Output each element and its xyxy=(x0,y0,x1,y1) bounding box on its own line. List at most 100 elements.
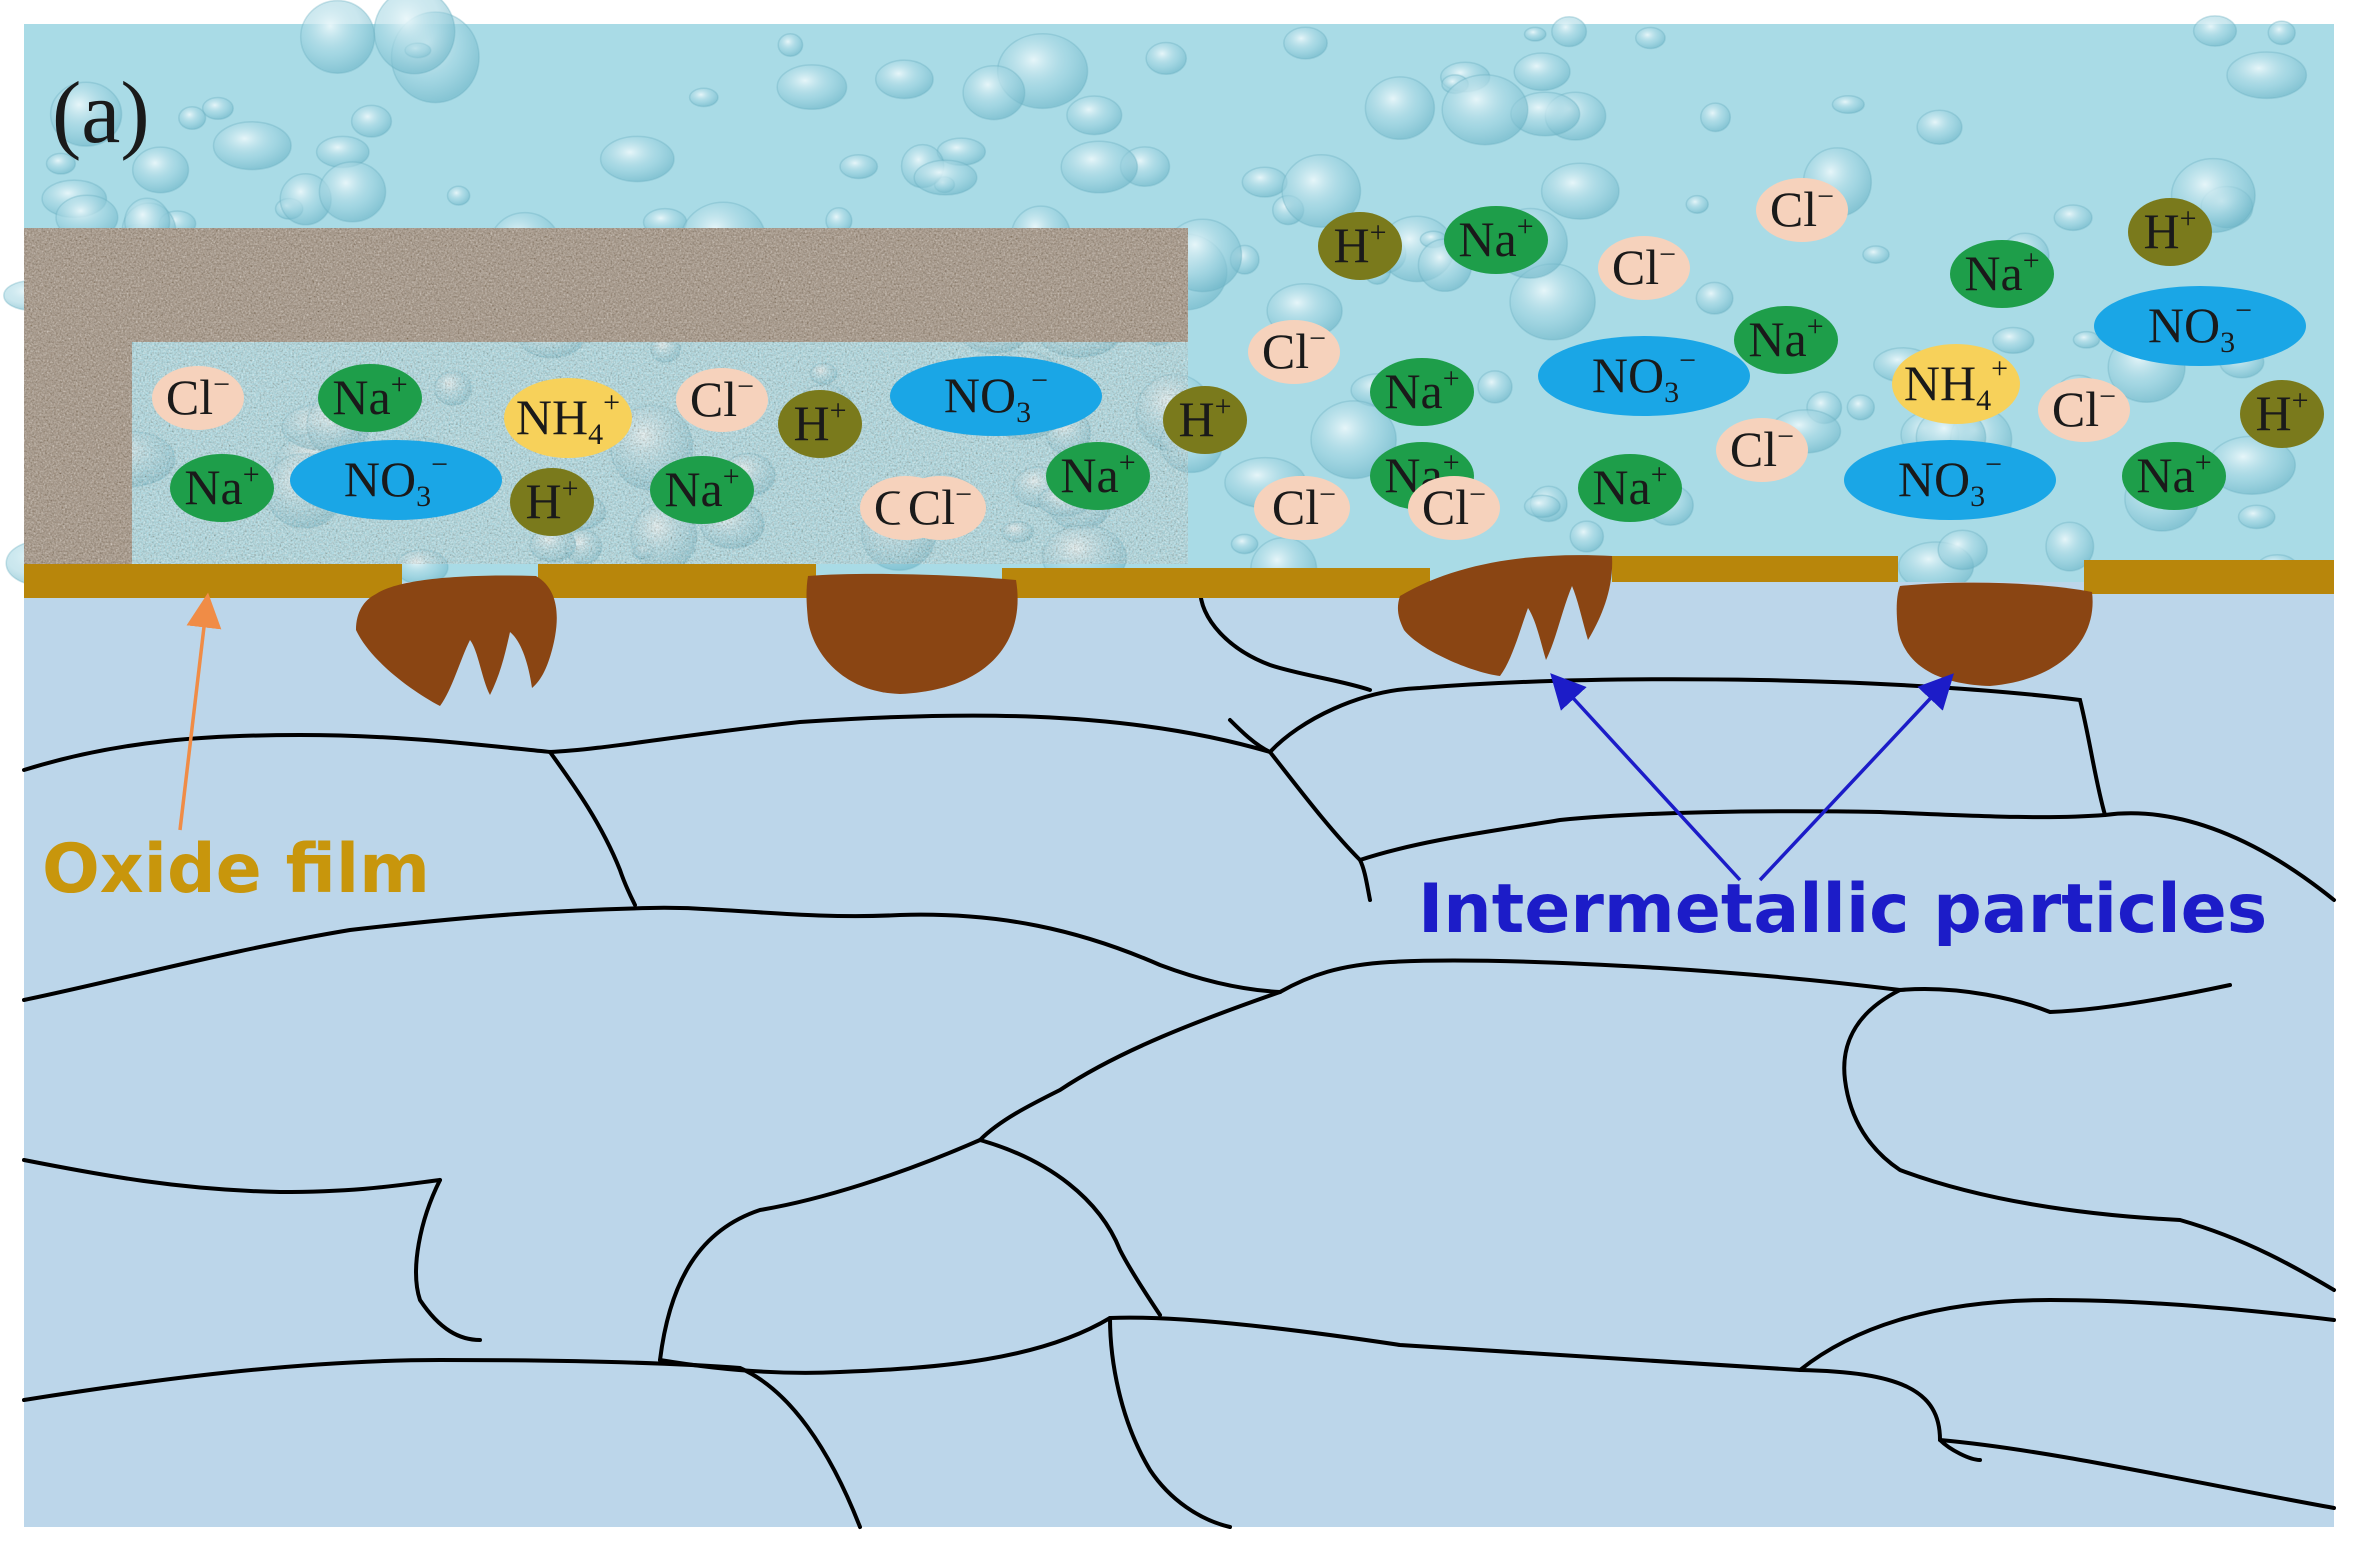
ion-label: H+ xyxy=(2143,202,2196,259)
ion-badge xyxy=(1598,236,1690,300)
ion-label: Cl− xyxy=(690,370,754,427)
ion-na: Na+ xyxy=(1578,454,1682,522)
ion-na: Na+ xyxy=(1444,206,1548,274)
ion-label: NH4+ xyxy=(516,386,620,451)
ion-badge xyxy=(1444,206,1548,274)
ion-badge xyxy=(290,440,502,520)
water-droplet xyxy=(2053,204,2093,232)
water-droplet xyxy=(2045,521,2095,572)
ion-label: NO3− xyxy=(344,448,448,513)
ion-label: Na+ xyxy=(1060,446,1135,503)
water-droplet xyxy=(1540,162,1620,220)
particle-arrow-left xyxy=(1550,673,1742,882)
coating-layer xyxy=(24,228,1188,564)
ion-label: NO3− xyxy=(1898,448,2002,513)
ion-na: Na+ xyxy=(1370,358,1474,426)
ion-badge xyxy=(1844,440,2056,520)
water-droplet xyxy=(1634,26,1666,50)
ion-cl: Cl− xyxy=(676,368,768,432)
ion-badge xyxy=(1248,320,1340,384)
ion-label: Cl− xyxy=(1612,238,1676,295)
ion-badge xyxy=(1716,418,1808,482)
oxide-film-callout: Oxide film xyxy=(42,592,430,909)
ion-nh4: NH4+ xyxy=(1892,344,2020,424)
intermetallic-particles-callout: Intermetallic particles xyxy=(1418,673,2267,949)
ion-h: H+ xyxy=(510,468,594,536)
ion-label: H+ xyxy=(1333,216,1386,273)
water-droplet xyxy=(212,121,292,171)
ion-badge xyxy=(1538,336,1750,416)
ion-na: Na+ xyxy=(170,454,274,522)
ions-layer: Cl−Na+NH4+Cl−H+NO3−H+Na+NO3−H+Na+Na+Cl−H… xyxy=(152,178,2324,540)
water-droplet xyxy=(2237,504,2276,530)
ion-label: NO3− xyxy=(944,364,1048,429)
water-droplet xyxy=(1699,102,1732,133)
water-droplet xyxy=(913,159,978,196)
metal-substrate xyxy=(24,582,2334,1527)
ion-badge xyxy=(1950,240,2054,308)
water-droplet xyxy=(299,0,376,74)
ion-h: H+ xyxy=(778,390,862,458)
ion-label: Na+ xyxy=(1384,362,1459,419)
water-droplet xyxy=(1551,15,1588,48)
ion-cl: Cl− xyxy=(1756,178,1848,242)
water-droplet xyxy=(1695,281,1734,315)
ion-label: Cl− xyxy=(1422,478,1486,535)
ion-cl: Cl− xyxy=(152,366,244,430)
ion-label: Na+ xyxy=(332,368,407,425)
water-droplet xyxy=(45,152,77,175)
water-droplet xyxy=(1523,494,1561,519)
water-droplet xyxy=(318,161,387,223)
water-droplet xyxy=(1281,154,1362,228)
water-droplet xyxy=(2072,330,2101,349)
ion-label: Na+ xyxy=(1458,210,1533,267)
ion-label: Na+ xyxy=(184,458,259,515)
ion-badge xyxy=(318,364,422,432)
water-droplet xyxy=(599,135,675,183)
water-droplet xyxy=(1513,52,1571,92)
intermetallic-particles xyxy=(356,555,2093,706)
ion-cl: Cl− xyxy=(2038,378,2130,442)
oxide-film-label: Oxide film xyxy=(42,830,430,909)
ion-cl: Cl− xyxy=(1258,476,1350,540)
ion-na: Na+ xyxy=(318,364,422,432)
ion-label: NO3− xyxy=(1592,344,1696,409)
ion-badge xyxy=(894,476,986,540)
ion-nh4: NH4+ xyxy=(504,378,632,458)
water-droplet xyxy=(1831,94,1865,115)
ion-badge xyxy=(2240,380,2324,448)
ion-cl: Cl− xyxy=(894,476,986,540)
ion-label: H+ xyxy=(793,394,846,451)
water-droplet xyxy=(1364,76,1436,141)
water-droplet xyxy=(1937,529,1988,571)
water-droplet xyxy=(201,96,234,121)
ion-na: Na+ xyxy=(650,456,754,524)
water-droplet xyxy=(688,87,719,108)
ion-label: Na+ xyxy=(1592,458,1667,515)
ion-badge xyxy=(1318,212,1402,280)
water-droplet xyxy=(350,104,393,138)
ion-h: H+ xyxy=(1318,212,1402,280)
water-droplet xyxy=(1145,41,1188,76)
ion-badge xyxy=(152,366,244,430)
ion-no3: NO3− xyxy=(890,356,1102,436)
water-droplet xyxy=(1685,194,1709,214)
ion-badge xyxy=(890,356,1102,436)
ion-label: NH4+ xyxy=(1904,352,2008,417)
ion-h: H+ xyxy=(1163,386,1247,454)
ion-cl: Cl− xyxy=(1716,418,1808,482)
grain-boundaries xyxy=(22,586,2336,1529)
ion-label: H+ xyxy=(525,472,578,529)
ion-badge xyxy=(778,390,862,458)
ion-label: Na+ xyxy=(664,460,739,517)
ion-badge xyxy=(2122,442,2226,510)
ion-badge xyxy=(1892,344,2020,424)
ion-no3: NO3− xyxy=(290,440,502,520)
water-droplet xyxy=(839,153,879,180)
water-droplet xyxy=(809,362,838,385)
ion-label: H+ xyxy=(2255,384,2308,441)
ion-label: Cl− xyxy=(166,368,230,425)
water-droplet xyxy=(1862,245,1890,264)
ion-badge xyxy=(2094,286,2306,366)
